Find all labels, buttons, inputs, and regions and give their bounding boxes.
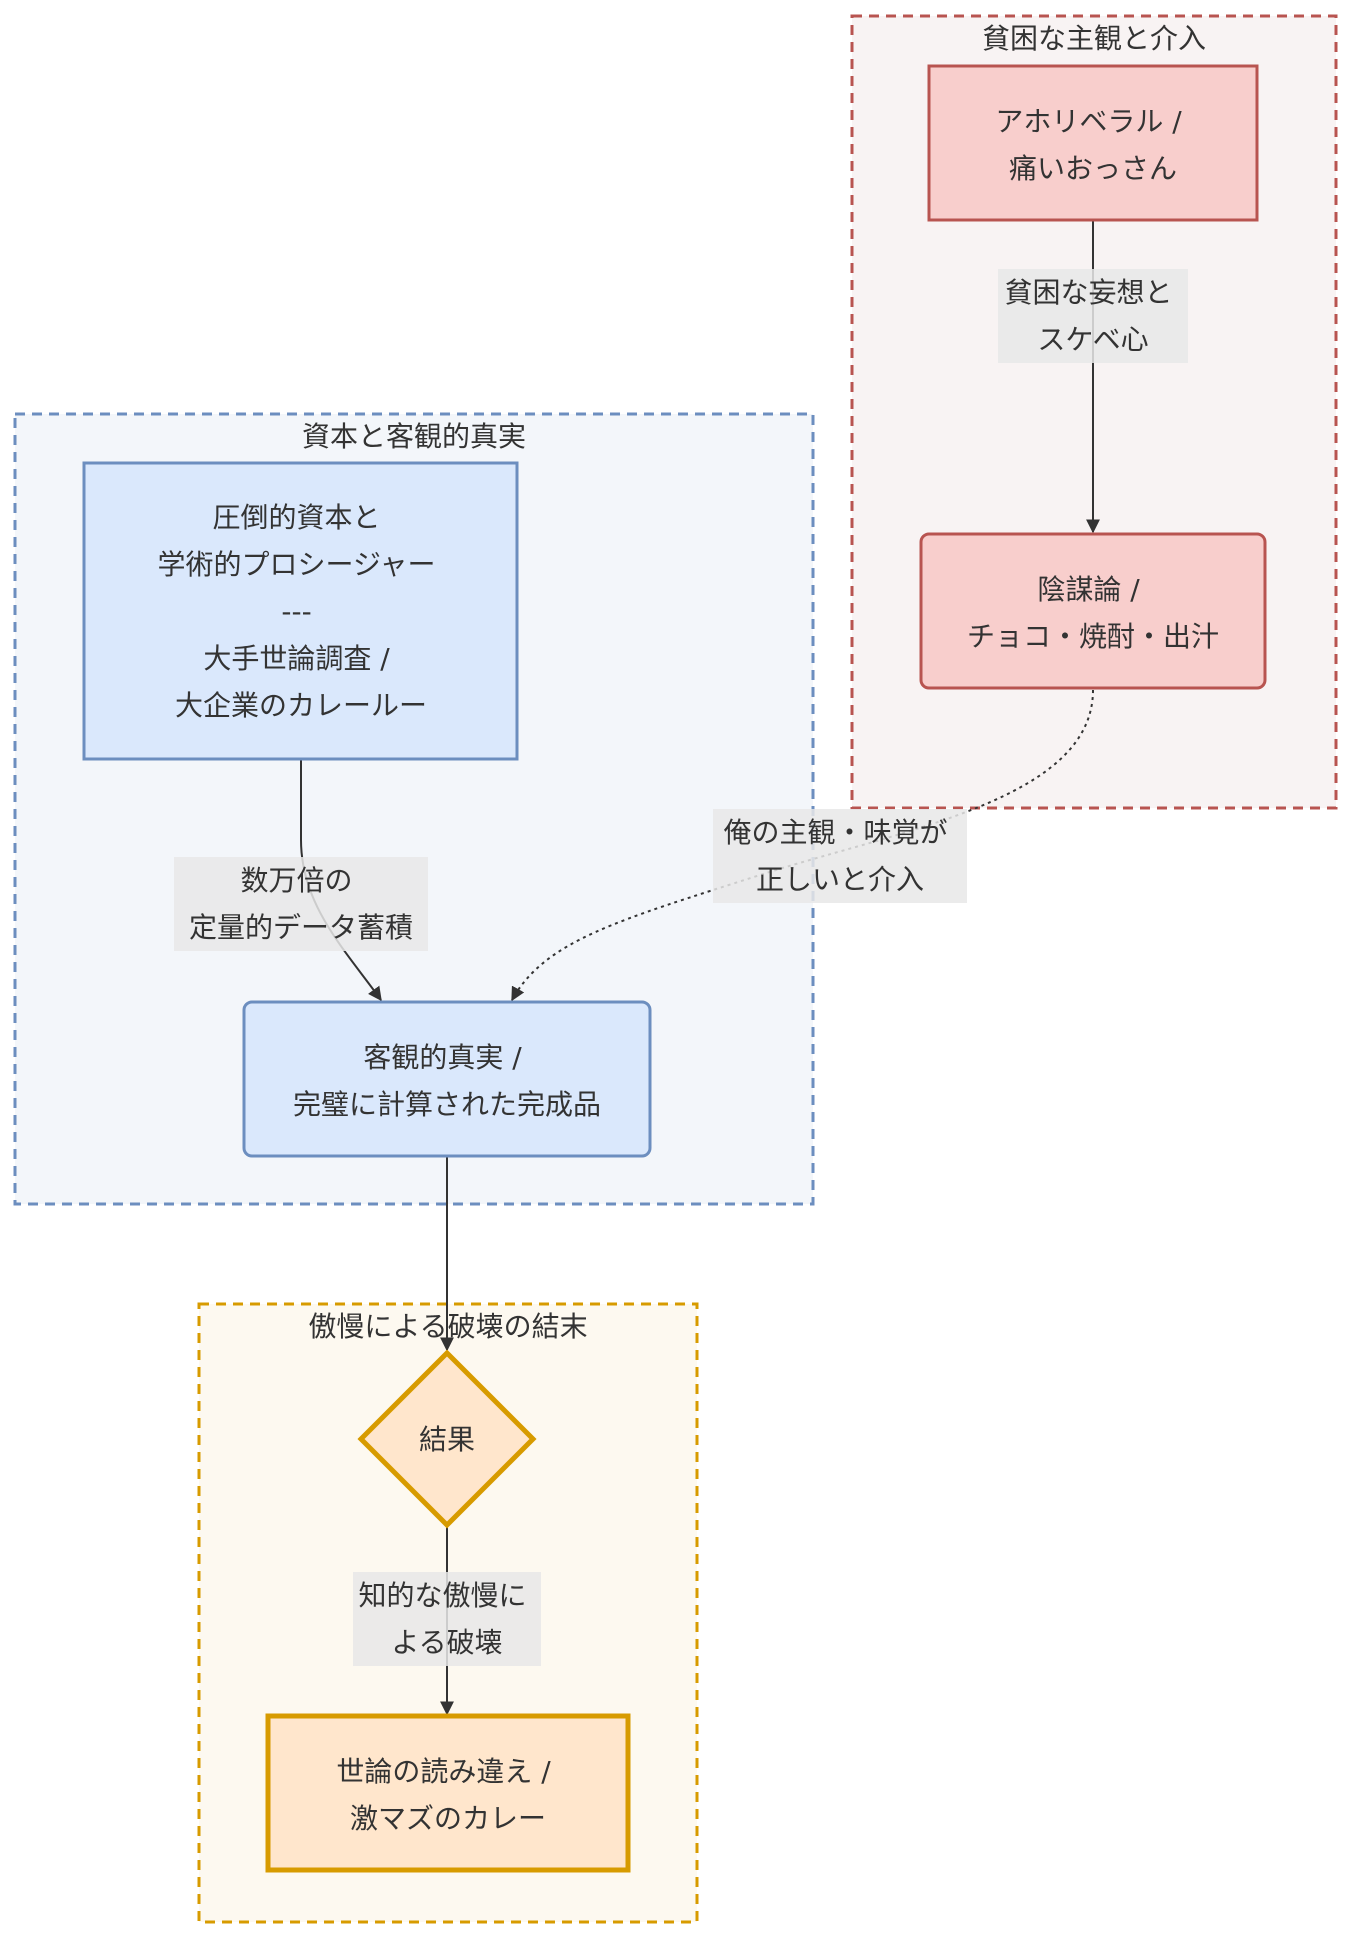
edge-label-e2-line-1: 俺の主観・味覚が [724, 816, 948, 849]
node-result-label: 結果 [419, 1423, 475, 1456]
edge-label-e5-line-1: 知的な傲慢に [359, 1579, 527, 1612]
node-misread-line-1: 世論の読み違え / [336, 1755, 551, 1788]
edge-label-e1-line-1: 貧困な妄想と [1005, 276, 1173, 309]
edge-conspiracy-to-objective [511, 689, 1094, 1002]
node-capital-line-2: 学術的プロシージャー [158, 548, 436, 581]
edge-label-e5: 知的な傲慢に よる破壊 [353, 1572, 541, 1666]
svg-text:陰謀論 / チョコ・焼酎・出汁: 陰謀論 / チョコ・焼酎・出汁 [967, 573, 1219, 653]
svg-text:圧倒的資本と 学術的プロシージャー: 圧倒的資本と 学術的プロシージャー --- 大手世論調査 / 大企業のカレールー [158, 501, 445, 722]
cluster-title-poverty: 貧困な主観と介入 [982, 22, 1206, 55]
edge-label-e2-line-2: 正しいと介入 [756, 863, 924, 896]
node-objective-line-2: 完璧に計算された完成品 [293, 1088, 601, 1121]
svg-text:貧困な妄想と スケベ心: 貧困な妄想と スケベ心 [1005, 276, 1182, 356]
svg-text:アホリベラル / 痛いおっさん: アホリベラル / 痛いおっさん [995, 105, 1190, 185]
node-objective-line-1: 客観的真実 / [363, 1041, 522, 1074]
node-conspiracy[interactable]: 陰謀論 / チョコ・焼酎・出汁 [919, 532, 1267, 690]
edge-label-e3: 数万倍の 定量的データ蓄積 [174, 857, 428, 951]
node-capital-line-3: --- [281, 595, 311, 628]
node-aholiberal[interactable]: アホリベラル / 痛いおっさん [927, 64, 1259, 222]
node-capital-line-4: 大手世論調査 / [203, 642, 390, 675]
edge-label-e5-line-2: よる破壊 [391, 1626, 502, 1659]
svg-text:俺の主観・味覚が 正しいと介入: 俺の主観・味覚が 正しいと介入 [724, 816, 957, 896]
node-misread-line-2: 激マズのカレー [350, 1802, 546, 1835]
svg-text:数万倍の 定量的データ蓄積: 数万倍の 定量的データ蓄積 [189, 864, 413, 944]
svg-text:知的な傲慢に よる破壊: 知的な傲慢に よる破壊 [359, 1579, 536, 1659]
svg-text:客観的真実 / 完璧に計算された完成品: 客観的真実 / 完璧に計算された完成品 [293, 1041, 601, 1121]
edge-label-e2: 俺の主観・味覚が 正しいと介入 [713, 809, 967, 903]
node-result-decision[interactable]: 結果 [357, 1349, 537, 1529]
node-objective[interactable]: 客観的真実 / 完璧に計算された完成品 [242, 1000, 652, 1158]
node-capital[interactable]: 圧倒的資本と 学術的プロシージャー --- 大手世論調査 / 大企業のカレールー [82, 461, 519, 761]
svg-text:世論の読み違え / 激マズのカレー: 世論の読み違え / 激マズのカレー [336, 1755, 559, 1835]
edge-label-e1: 貧困な妄想と スケベ心 [998, 269, 1188, 363]
node-misread[interactable]: 世論の読み違え / 激マズのカレー [265, 1713, 631, 1873]
node-capital-line-5: 大企業のカレールー [175, 689, 427, 722]
node-aholiberal-line-2: 痛いおっさん [1009, 152, 1177, 185]
node-aholiberal-line-1: アホリベラル / [995, 105, 1182, 138]
cluster-title-capital: 資本と客観的真実 [302, 420, 526, 453]
node-conspiracy-line-2: チョコ・焼酎・出汁 [967, 620, 1219, 653]
node-capital-line-1: 圧倒的資本と [213, 501, 381, 534]
edge-label-e1-line-2: スケベ心 [1037, 323, 1148, 356]
edge-label-e3-line-2: 定量的データ蓄積 [189, 911, 413, 944]
edge-label-e3-line-1: 数万倍の [241, 864, 353, 897]
node-conspiracy-line-1: 陰謀論 / [1037, 573, 1140, 606]
